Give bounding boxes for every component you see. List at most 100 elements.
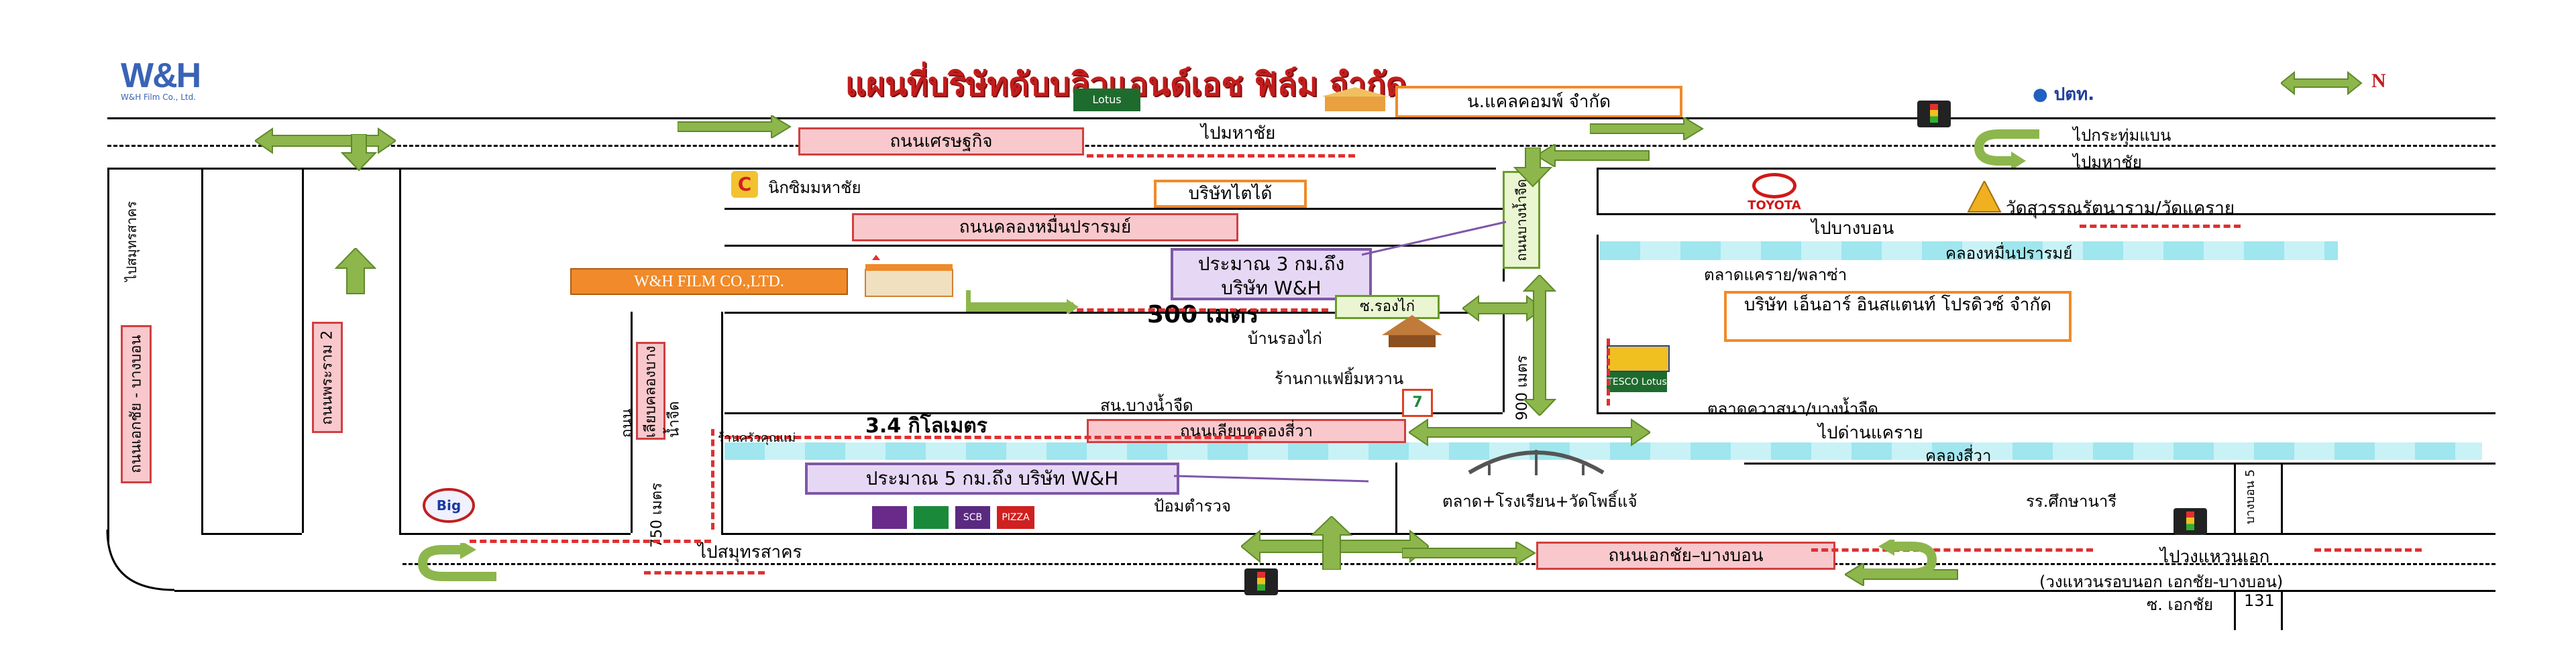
road-rama2-right [399,168,401,533]
road-bangnam-vertical-l [1503,312,1505,412]
road-top-edge [107,117,2496,119]
arrow-uturn-bottom-right [1858,540,1937,578]
place-bang-nam-jued-station: สน.บางน้ำจืด [1100,396,1193,415]
callout-3km: ประมาณ 3 กม.ถึง บริษัท W&H [1171,248,1372,300]
arrow-rama2-up [334,248,377,294]
distance-300m: 300 เมตร [1147,301,1259,328]
road-liab-right-top [1597,412,2496,414]
arrow-top-right-1 [678,115,792,138]
route-setthakit [1087,154,1355,158]
company-building-icon [865,255,953,297]
nbtcom-box: น.แคลคอมพ์ จำกัด [1395,86,1682,118]
canal-khlong-si-wa [724,442,2482,460]
road-bangbon5-right [2281,463,2283,533]
arrow-uturn-bottom-left [417,543,496,581]
compass-arrow-icon [2281,70,2363,96]
thai-bank-logo [1607,345,1670,372]
toyota-label: TOYOTA [1748,198,1801,213]
route-750m [711,429,714,530]
road-left-inner-2 [302,168,304,533]
route-to-bangbon [2080,225,2241,228]
route-bottom-right [1811,548,2093,552]
label-bangbon5: บางบอน 5 [2243,469,2257,525]
road-block-b-left [1597,168,1599,215]
route-bottom-left [470,540,711,543]
dir-to-samut-sakhon-left: ไปสมุทรสาคร [123,201,140,282]
road-bottom-edge [174,590,2496,592]
route-to-center [2314,548,2422,552]
road-bottom-left-curve [106,530,175,591]
arrow-uturn-top [1974,129,2039,168]
company-box: W&H FILM CO.,LTD. [570,268,848,295]
road-right-upper-bottom [1597,213,2496,215]
place-ran-kuay: ร้านครัวคุณแม่ [718,431,796,445]
dir-to-dan-kraerai: ไปด่านแคราย [1818,423,1923,443]
road-soi131-right [2281,590,2283,630]
traffic-light-icon-bottom [1244,568,1278,595]
distance-3-4km: 3.4 กิโลเมตร [865,414,987,438]
dir-to-mahachai-right: ไปมหาชัย [2073,153,2142,172]
place-wat: วัดสุวรรณรัตนาราม/วัดแคราย [2006,198,2235,219]
road-label-setthakit: ถนนเศรษฐกิจ [798,127,1084,156]
place-thai-taido: บริษัทไตได้ [1154,180,1307,208]
road-top-lower-edge [107,168,1496,170]
place-ban-rong-kai: บ้านรองไก่ [1248,329,1322,348]
krungthai-logo [872,506,907,529]
place-talad-school: ตลาด+โรงเรียน+วัดโพธิ์แจ้ [1442,492,1638,511]
road-bottom-top-edge [399,533,631,535]
distance-750m: 750 เมตร [649,483,665,548]
road-left-edge [107,168,109,543]
bridge-icon [1468,450,1605,475]
label-khlong-si-wa: คลองสี่วา [1925,446,1992,465]
place-pom: ป้อมตำรวจ [1154,497,1231,516]
road-label-liab-bangnam: ถนนเลียบคลองบางน้ำจืด [619,342,683,440]
toyota-emblem-icon [1752,173,1796,198]
arrow-top-down [340,134,378,171]
road-bottom-center [402,563,2496,565]
arrow-bottom-up [1310,516,1353,570]
road-label-ekkachai-bangbon-v: ถนนเอกชัย - บางบอน [121,325,152,483]
dir-to-center: ไปวงแหวนเอก [2160,547,2270,567]
place-nissin: นิกซิมมหาชัย [768,178,861,197]
road-soi131-left [2234,590,2236,630]
callout-3km-pointer [1362,221,1507,256]
road-bottom-top-edge-2 [721,533,2496,535]
canal-khlong-muen [1600,241,2338,260]
dir-ring-road: (วงแหวนรอบนอก เอกชัย-บางบอน) [2039,572,2284,591]
arrow-top-right-2 [1590,117,1704,140]
dir-to-mahachai-top: ไปมหาชัย [1201,123,1276,143]
place-nr-instant: บริษัท เอ็นอาร์ อินสแตนท์ โปรดิวซ์ จำกัด [1724,291,2072,342]
road-liab-top [724,412,1503,414]
dir-soi-131: 131 [2244,591,2275,610]
route-3-4km [724,436,1261,439]
road-khlongmuen-bottom [724,245,1509,247]
traffic-light-icon-right [2174,508,2207,535]
kbank-logo [914,506,949,529]
callout-5km-pointer [1174,475,1369,483]
arrow-bangnam-down [1513,147,1553,188]
traffic-light-icon-top [1917,101,1951,127]
place-kafe: ร้านกาแฟยิ้มหวาน [1275,369,1404,388]
toyota-logo: TOYOTA [1717,173,1831,213]
road-right-lower-left [1395,463,1397,533]
road-label-bangnam-vertical: ถนนบางน้ำจืด [1503,171,1540,269]
arrow-top-left-double [255,127,396,154]
place-talad-kraerai: ตลาดแคราย/พลาซ่า [1704,265,1847,284]
road-left-inner-bottom [201,533,302,535]
road-bangnam-left [631,312,633,533]
dir-to-samut-sakhon-bottom: ไปสมุทรสาคร [698,542,802,562]
label-khlong-muen-canal: คลองหมื่นปรารมย์ [1945,244,2073,263]
dir-to-bangbon: ไปบางบอน [1811,219,1894,239]
scb-logo: SCB [955,506,990,529]
road-top-lower-edge-right [1597,168,2496,170]
arrow-bottom-right-1 [1402,542,1536,564]
road-label-ekkachai-bangbon-h: ถนนเอกชัย–บางบอน [1536,542,1835,570]
logo-mark: W&H [121,56,201,95]
compass-label: N [2371,70,2386,92]
road-bangbon5-left [2234,463,2236,533]
ptt-drop-icon: ● [2033,84,2048,105]
road-bangnam-vertical-r [1597,235,1599,412]
logo-caption: W&H Film Co., Ltd. [121,93,197,102]
dir-soi-ekkachai: ซ. เอกชัย [2147,595,2214,614]
place-rr-suksa: รร.ศึกษานารี [2026,492,2117,511]
